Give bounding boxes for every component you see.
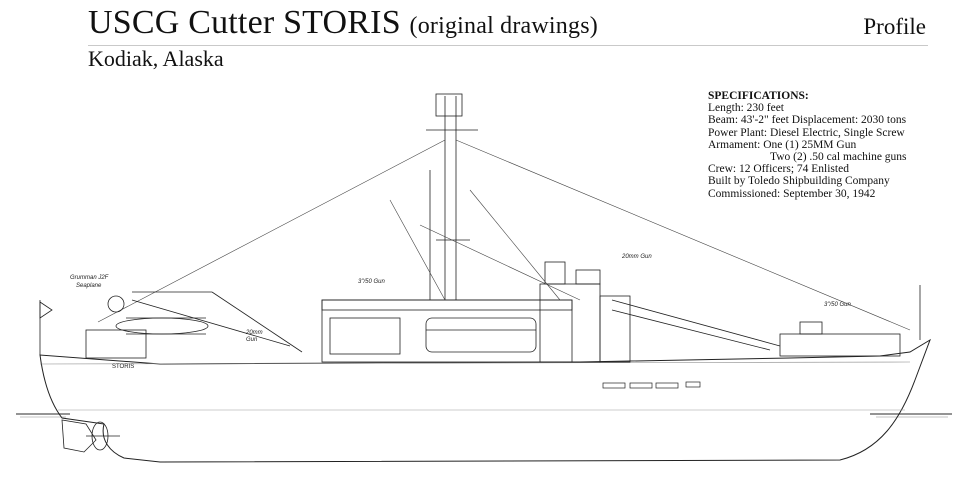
spec-armament-cont: Two (2) .50 cal machine guns [770, 151, 907, 164]
specifications-block: SPECIFICATIONS: Length: 230 feet Beam: 4… [708, 90, 907, 200]
label-gun-fwd: 3"/50 Gun [824, 302, 851, 308]
view-label: Profile [863, 14, 926, 39]
main-mast [426, 93, 478, 300]
title-divider [88, 45, 928, 46]
spec-crew: Crew: 12 Officers; 74 Enlisted [708, 163, 849, 176]
label-20mm: 20mm [245, 330, 263, 336]
rigging-lines [97, 139, 911, 331]
spec-armament: Armament: One (1) 25MM Gun [708, 138, 857, 151]
hull [39, 338, 931, 463]
label-hull-name: STORIS [112, 364, 134, 370]
spec-length: Length: 230 feet [708, 102, 785, 115]
spec-beam: Beam: 43'-2" feet Displacement: 2030 ton… [708, 114, 907, 127]
location-label: Kodiak, Alaska [88, 46, 224, 71]
portholes [602, 381, 701, 389]
stern-flagstaff [39, 300, 53, 355]
title-subtitle: (original drawings) [409, 13, 598, 39]
label-20mm-2: Gun [246, 337, 258, 343]
label-seaplane: Grumman J2F [70, 275, 109, 281]
label-20mm-upper: 20mm Gun [621, 254, 652, 260]
rudder-and-propeller [61, 419, 120, 453]
spec-commissioned: Commissioned: September 30, 1942 [708, 187, 876, 200]
forward-crane-boom [611, 299, 781, 351]
spec-power: Power Plant: Diesel Electric, Single Scr… [708, 126, 905, 139]
aft-crane-boom [131, 291, 303, 353]
label-gun-aft: 3"/50 Gun [358, 279, 385, 285]
label-seaplane-2: Seaplane [76, 283, 102, 289]
spec-builder: Built by Toledo Shipbuilding Company [708, 175, 890, 188]
seaplane [107, 295, 209, 335]
drawing-title: USCG Cutter STORIS (original drawings) [88, 4, 598, 42]
specs-heading: SPECIFICATIONS: [708, 90, 809, 102]
title-main: USCG Cutter STORIS [88, 4, 401, 41]
superstructure [85, 261, 901, 363]
